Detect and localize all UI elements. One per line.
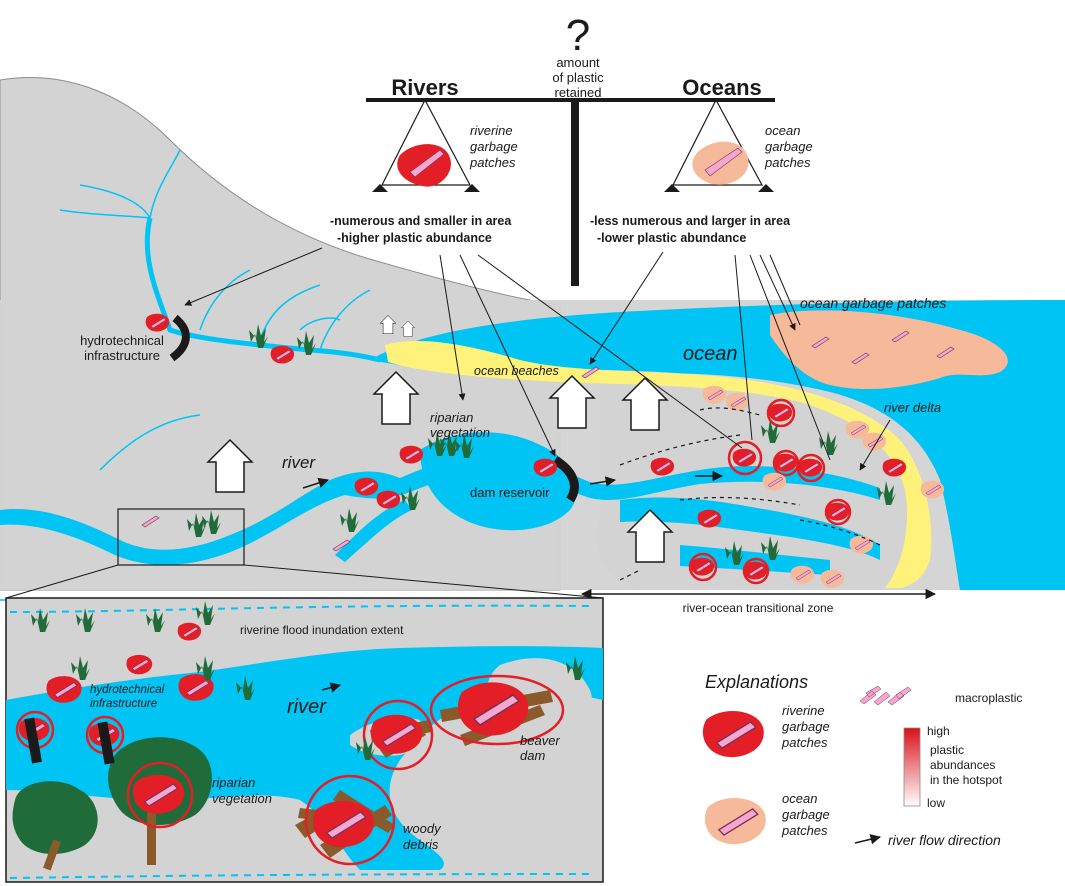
flow-arrow [589, 476, 617, 487]
legend-title: Explanations [705, 672, 808, 692]
beach-sand [385, 340, 932, 588]
transitional-zone-label: river-ocean transitional zone [683, 601, 834, 615]
upper-river [144, 217, 381, 363]
dam-reservoir-label: dam reservoir [470, 485, 550, 500]
dam-reservoir [420, 432, 577, 531]
flow-arrow [321, 682, 342, 693]
hydrotechnical-dam-upper [169, 314, 190, 362]
zoom-box [117, 508, 245, 566]
question-mark: ? [566, 11, 590, 60]
river-delta-label: river delta [884, 400, 941, 415]
legend-riverine-patch-icon [702, 710, 765, 758]
zoom-line-right [243, 564, 604, 599]
legend-flow-label: river flow direction [888, 832, 1001, 848]
legend-scale-high: high [927, 724, 950, 738]
main-river [0, 454, 880, 565]
landscape-panel [0, 77, 1065, 601]
balance-scale [366, 98, 775, 286]
inset-dam-post [97, 721, 115, 765]
inset-river [6, 646, 603, 870]
ocean-beaches-label: ocean beaches [474, 364, 559, 378]
rivers-desc-2: -higher plastic abundance [337, 231, 492, 245]
inset-river-label: river [287, 696, 327, 718]
legend-macroplastic-label: macroplastic [955, 691, 1022, 705]
delta-dashed-lines [619, 407, 881, 581]
flood-extent-label: riverine flood inundation extent [240, 623, 404, 637]
legend-scale-low: low [927, 796, 945, 810]
oceans-title: Oceans [682, 75, 762, 100]
ocean-garbage-patch-large [770, 310, 1008, 390]
macroplastic-legend-icon [859, 685, 912, 706]
reservoir-dam [552, 456, 579, 503]
legend-ocean-patch-icon [704, 797, 767, 845]
big-tree-icon [12, 781, 98, 855]
zoom-line-left [5, 564, 119, 599]
flow-arrow [302, 477, 330, 489]
hotspot-circles [688, 398, 852, 585]
oceans-desc-2: -lower plastic abundance [597, 231, 746, 245]
ocean-label: ocean [683, 343, 738, 365]
delta-channel [620, 497, 880, 560]
oceans-desc-1: -less numerous and larger in area [590, 214, 791, 228]
legend-flow-arrow [854, 834, 882, 845]
inset-panel [5, 597, 604, 883]
tributary [335, 500, 412, 562]
inset-dam-post [24, 717, 42, 764]
ocean-garbage-patches-label: ocean garbage patches [800, 295, 946, 311]
abundance-scale-bar [903, 727, 921, 807]
pointer-lines [184, 247, 891, 471]
rivers-desc-1: -numerous and smaller in area [330, 214, 512, 228]
rivers-title: Rivers [391, 75, 458, 100]
legend [702, 685, 921, 845]
river-label: river [282, 453, 316, 472]
